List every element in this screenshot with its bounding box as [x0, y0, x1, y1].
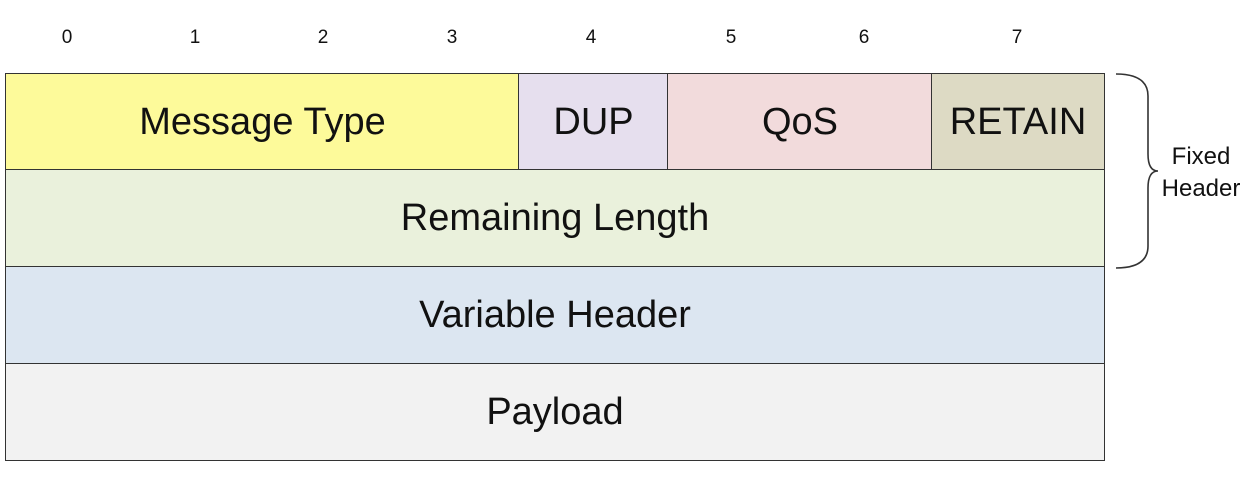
variable-header-field: Variable Header [5, 266, 1105, 365]
bit-label-3: 3 [446, 27, 458, 48]
qos-field: QoS [667, 73, 933, 171]
retain-label: RETAIN [949, 100, 1087, 143]
bit-label-5: 5 [725, 27, 737, 48]
retain-field: RETAIN [931, 73, 1105, 171]
payload-field: Payload [5, 363, 1105, 461]
bit-label-0: 0 [61, 27, 73, 48]
payload-label: Payload [486, 390, 624, 433]
bit-label-6: 6 [858, 27, 870, 48]
dup-label: DUP [553, 100, 634, 143]
dup-field: DUP [518, 73, 669, 171]
fixed-header-label-line2: Header [1161, 175, 1241, 202]
fixed-header-label-line1: Fixed [1171, 143, 1231, 170]
fixed-header-brace [1115, 73, 1158, 269]
message-type-field: Message Type [5, 73, 520, 171]
fixed-header-label: Fixed Header [1156, 141, 1246, 205]
bit-label-1: 1 [189, 27, 201, 48]
message-type-label: Message Type [139, 100, 386, 143]
bit-label-2: 2 [317, 27, 329, 48]
bit-label-7: 7 [1011, 27, 1023, 48]
variable-header-label: Variable Header [419, 294, 691, 336]
remaining-length-field: Remaining Length [5, 169, 1105, 268]
bit-label-4: 4 [585, 27, 597, 48]
remaining-length-label: Remaining Length [400, 197, 710, 239]
qos-label: QoS [761, 100, 839, 143]
